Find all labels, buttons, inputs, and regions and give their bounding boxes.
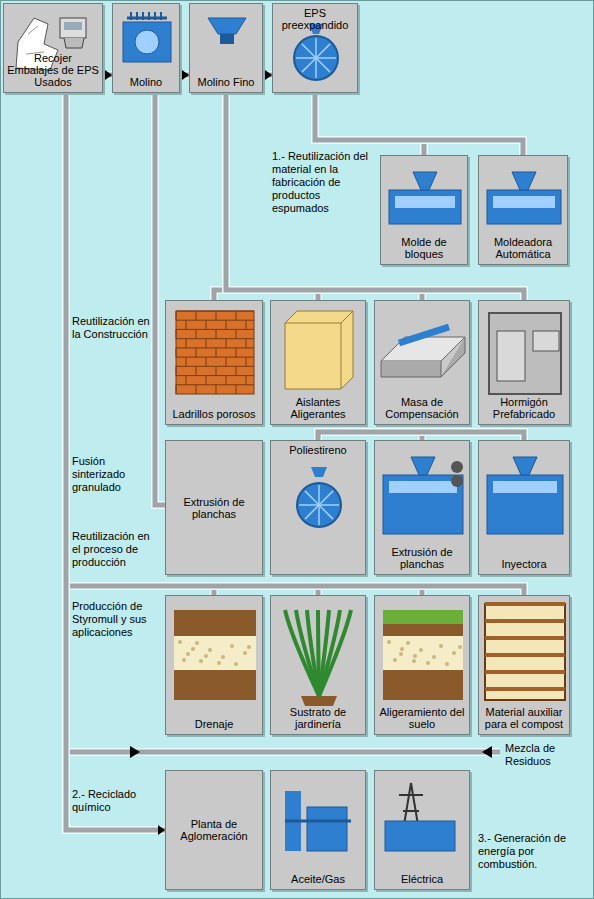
side-note: Fusión sinterizado granulado (72, 455, 150, 494)
process-box: Aislantes Aligerantes (270, 300, 366, 425)
process-box: Molino Fino (189, 3, 263, 93)
box-label: EPS preexpandido (276, 7, 354, 31)
process-box: Hormigón Prefabricado (478, 300, 570, 425)
box-label: Molino (116, 76, 176, 88)
process-box: EPS preexpandido (272, 3, 358, 93)
flow-connector (315, 93, 523, 155)
process-box: Inyectora (478, 440, 570, 575)
flow-connector (318, 432, 524, 440)
process-box: Poliestireno (270, 440, 366, 575)
box-label: Extrusión de planchas (169, 496, 259, 520)
process-box: Extrusión de planchas (374, 440, 470, 575)
flow-connector (263, 70, 272, 80)
process-box: Eléctrica (374, 770, 470, 890)
process-box: Sustrato de jardinería (270, 595, 366, 735)
waste-mix-line (66, 746, 500, 758)
box-label: Molde de bloques (384, 236, 464, 260)
process-box: Drenaje (165, 595, 263, 735)
box-label: Recojer Embalajes de EPS Usados (7, 52, 99, 88)
flow-connector (66, 93, 422, 595)
process-box: Moldeadora Automática (478, 155, 568, 265)
flow-connector (315, 93, 424, 155)
box-label: Poliestireno (274, 444, 362, 456)
box-label: Extrusión de planchas (378, 546, 466, 570)
process-box: Recojer Embalajes de EPS Usados (3, 3, 103, 93)
illustration (166, 301, 264, 426)
box-label: Drenaje (169, 718, 259, 730)
flow-connector (66, 93, 524, 595)
box-label: Moldeadora Automática (482, 236, 564, 260)
flow-connector (155, 93, 165, 505)
box-label: Inyectora (482, 558, 566, 570)
process-box: Molino (112, 3, 180, 93)
process-box: Extrusión de planchas (165, 440, 263, 575)
box-label: Sustrato de jardinería (274, 706, 362, 730)
flow-connector (180, 70, 189, 80)
box-label: Molino Fino (193, 76, 259, 88)
process-box: Planta de Aglomeración (165, 770, 263, 890)
flow-connector (66, 93, 165, 835)
box-label: Planta de Aglomeración (169, 818, 259, 842)
side-note: 2.- Reciclado químico (72, 788, 150, 814)
process-box: Aceite/Gas (270, 770, 366, 890)
process-box: Aligeramiento del suelo (374, 595, 470, 735)
side-note: 3.- Generación de energía por combustión… (478, 832, 590, 871)
process-box: Ladrillos porosos (165, 300, 263, 425)
side-note: Reutilización en el proceso de producció… (72, 530, 150, 569)
side-note: Reutilización en la Construcción (72, 315, 150, 341)
process-box: Molde de bloques (380, 155, 468, 265)
box-label: Hormigón Prefabricado (482, 396, 566, 420)
box-label: Aligeramiento del suelo (378, 706, 466, 730)
side-note: Producción de Styromull y sus aplicacion… (72, 600, 150, 639)
box-label: Masa de Compensación (378, 396, 466, 420)
box-label: Material auxiliar para el compost (482, 706, 566, 730)
box-label: Aceite/Gas (274, 873, 362, 885)
box-label: Eléctrica (378, 873, 466, 885)
illustration (166, 596, 264, 736)
box-label: Aislantes Aligerantes (274, 396, 362, 420)
illustration (479, 441, 571, 576)
flow-connector (103, 70, 112, 80)
illustration (271, 441, 367, 576)
process-box: Material auxiliar para el compost (478, 595, 570, 735)
side-note: 1.- Reutilización del material en la fab… (272, 150, 372, 215)
side-note: Mezcla de Residuos (505, 742, 577, 768)
box-label: Ladrillos porosos (169, 408, 259, 420)
process-box: Masa de Compensación (374, 300, 470, 425)
